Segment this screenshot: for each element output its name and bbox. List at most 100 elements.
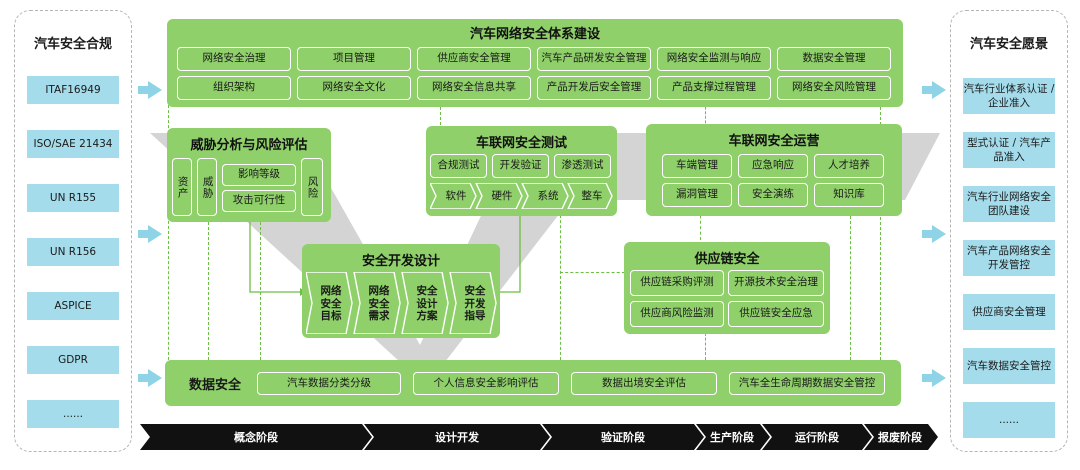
system-item: 产品开发后安全管理 [537, 76, 651, 100]
system-item: 网络安全风险管理 [777, 76, 891, 100]
supply-item: 供应商风险监测 [630, 301, 724, 327]
testing-target: 软件 [445, 189, 467, 202]
system-item: 汽车产品研发安全管理 [537, 47, 651, 71]
dev-title: 安全开发设计 [361, 254, 440, 269]
connector-line [850, 216, 851, 360]
dev-step: 网络安全目标 [320, 285, 342, 323]
testing-target: 硬件 [491, 189, 513, 202]
compliance-title: 汽车安全合规 [33, 37, 112, 52]
tara-block: 威胁分析与风险评估 资产 威胁 影响等级 攻击可行性 风险 [167, 128, 331, 222]
connector-line [208, 222, 209, 360]
vision-item: 汽车行业体系认证 / 企业准入 [963, 78, 1055, 114]
testing-method: 渗透测试 [554, 154, 611, 178]
system-item: 网络安全监测与响应 [657, 47, 771, 71]
data-security-item: 汽车全生命周期数据安全管控 [729, 372, 885, 395]
compliance-item: UN R155 [27, 184, 119, 212]
data-security-block: 数据安全 汽车数据分类分级 个人信息安全影响评估 数据出境安全评估 汽车全生命周… [165, 360, 901, 406]
dev-block: 安全开发设计 网络安全目标 网络安全需求 安全设计方案 安全开发指导 [302, 244, 500, 338]
phase-label: 验证阶段 [601, 431, 645, 444]
vision-item: 供应商安全管理 [963, 294, 1055, 330]
vision-item: 汽车数据安全管控 [963, 348, 1055, 384]
vision-item: 汽车产品网络安全开发管控 [963, 240, 1055, 276]
supply-item: 开源技术安全治理 [728, 270, 824, 296]
tara-feasibility: 攻击可行性 [222, 190, 296, 212]
dev-chevron-row [306, 272, 497, 334]
testing-method: 开发验证 [492, 154, 549, 178]
connector-line [560, 272, 630, 273]
system-item: 数据安全管理 [777, 47, 891, 71]
operations-item: 漏洞管理 [662, 183, 732, 207]
vision-panel: 汽车安全愿景 汽车行业体系认证 / 企业准入 型式认证 / 汽车产品准入 汽车行… [950, 10, 1068, 452]
testing-chevron-row [430, 183, 613, 209]
vision-item: 汽车行业网络安全团队建设 [963, 186, 1055, 222]
system-block: 汽车网络安全体系建设 网络安全治理 项目管理 供应商安全管理 汽车产品研发安全管… [167, 19, 903, 107]
compliance-panel: 汽车安全合规 ITAF16949 ISO/SAE 21434 UN R155 U… [14, 10, 132, 452]
phase-label: 设计开发 [435, 431, 479, 444]
supply-item: 供应链安全应急 [728, 301, 824, 327]
operations-item: 车端管理 [662, 154, 732, 178]
system-item: 组织架构 [177, 76, 291, 100]
vision-title: 汽车安全愿景 [969, 37, 1048, 52]
connector-line [880, 102, 881, 360]
testing-title: 车联网安全测试 [475, 136, 567, 151]
dev-step: 网络安全需求 [368, 285, 390, 323]
system-item: 供应商安全管理 [417, 47, 531, 71]
phase-label: 概念阶段 [234, 431, 278, 444]
connector-line [560, 210, 561, 360]
tara-asset: 资产 [172, 158, 192, 216]
dev-step: 安全设计方案 [416, 285, 438, 323]
dev-step: 安全开发指导 [464, 285, 486, 323]
connector-line [705, 328, 706, 360]
system-item: 产品支撑过程管理 [657, 76, 771, 100]
tara-threat: 威胁 [197, 158, 217, 216]
connector-line [168, 100, 169, 380]
testing-block: 车联网安全测试 合规测试 开发验证 渗透测试 软件 硬件 系统 整车 [426, 126, 617, 216]
tara-risk: 风险 [301, 158, 323, 216]
compliance-item: UN R156 [27, 238, 119, 266]
data-security-title: 数据安全 [189, 378, 242, 393]
connector-line [260, 222, 261, 360]
arrow-icon [138, 369, 162, 387]
arrow-icon [922, 81, 946, 99]
system-item: 网络安全文化 [297, 76, 411, 100]
compliance-item: ISO/SAE 21434 [27, 130, 119, 158]
connector-line [440, 102, 441, 130]
operations-item: 人才培养 [814, 154, 884, 178]
data-security-item: 数据出境安全评估 [571, 372, 717, 395]
operations-item: 知识库 [814, 183, 884, 207]
connector-line [700, 210, 701, 240]
operations-item: 应急响应 [738, 154, 808, 178]
connector-line [705, 102, 706, 128]
compliance-item: ASPICE [27, 292, 119, 320]
testing-target: 系统 [537, 189, 559, 202]
system-title: 汽车网络安全体系建设 [469, 27, 600, 42]
operations-block: 车联网安全运营 车端管理 应急响应 人才培养 漏洞管理 安全演练 知识库 [646, 124, 902, 216]
arrow-icon [138, 81, 162, 99]
supply-block: 供应链安全 供应链采购评测 开源技术安全治理 供应商风险监测 供应链安全应急 [624, 242, 830, 334]
vision-item: ...... [963, 402, 1055, 438]
compliance-item: ...... [27, 400, 119, 428]
supply-item: 供应链采购评测 [630, 270, 724, 296]
system-item: 项目管理 [297, 47, 411, 71]
phase-label: 运行阶段 [795, 431, 839, 444]
data-security-item: 个人信息安全影响评估 [413, 372, 559, 395]
vision-item: 型式认证 / 汽车产品准入 [963, 132, 1055, 168]
data-security-item: 汽车数据分类分级 [257, 372, 401, 395]
supply-title: 供应链安全 [694, 252, 760, 267]
arrow-icon [138, 225, 162, 243]
tara-title: 威胁分析与风险评估 [190, 138, 308, 153]
system-item: 网络安全信息共享 [417, 76, 531, 100]
operations-title: 车联网安全运营 [728, 134, 820, 149]
testing-target: 整车 [581, 189, 603, 202]
arrow-icon [922, 225, 946, 243]
tara-impact: 影响等级 [222, 164, 296, 186]
system-item: 网络安全治理 [177, 47, 291, 71]
compliance-item: ITAF16949 [27, 76, 119, 104]
testing-method: 合规测试 [430, 154, 487, 178]
phase-label: 报废阶段 [878, 431, 922, 444]
arrow-icon [922, 369, 946, 387]
phase-label: 生产阶段 [710, 431, 754, 444]
compliance-item: GDPR [27, 346, 119, 374]
operations-item: 安全演练 [738, 183, 808, 207]
